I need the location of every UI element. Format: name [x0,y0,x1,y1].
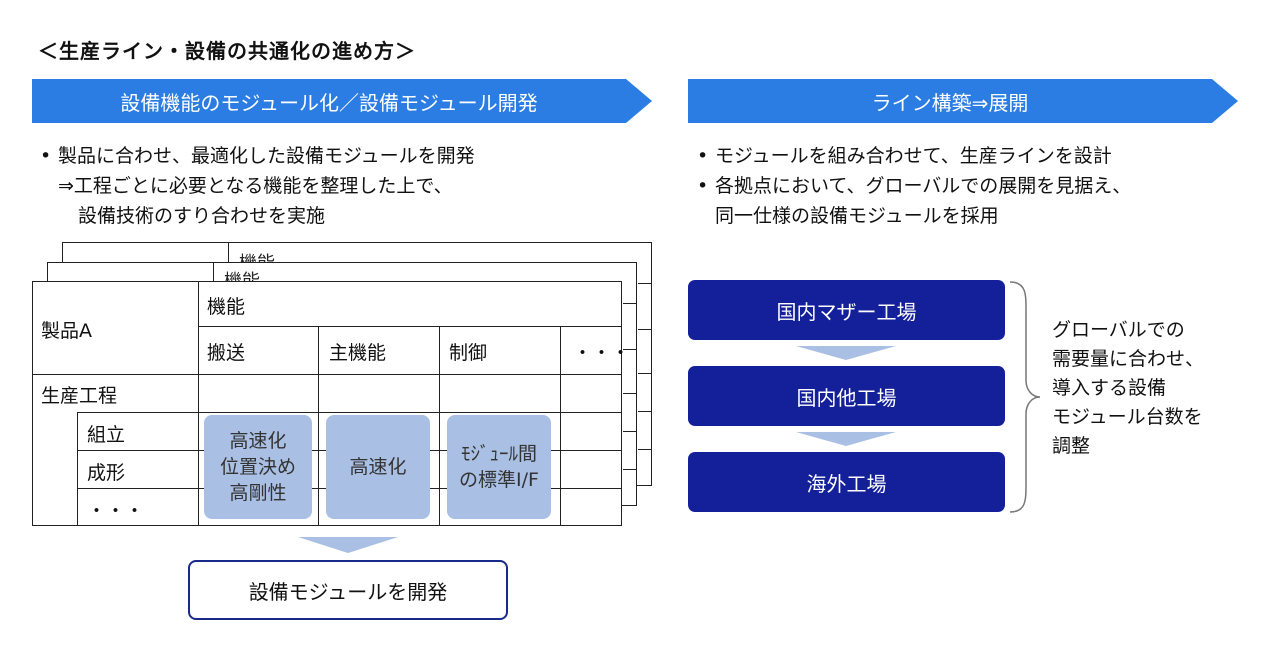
function-more: ・・・ [573,342,631,364]
sheet-divider [213,263,214,289]
module-line: 高剛性 [229,482,287,504]
factory-label: 国内マザー工場 [776,299,917,324]
note-line: 調整 [1052,435,1091,457]
curly-brace-icon [1009,281,1041,513]
bullet-dot: • [40,145,52,167]
left-bullet-1: • 製品に合わせ、最適化した設備モジュールを開発 [40,141,475,171]
right-bullet-2-cont: 同一仕様の設備モジュールを採用 [715,205,999,227]
module-development-result: 設備モジュールを開発 [188,560,508,620]
note-line: 導入する設備 [1052,377,1167,399]
factory-overseas: 海外工場 [688,452,1005,512]
note-line: モジュール台数を [1052,406,1203,428]
module-line: ﾓｼﾞｭｰﾙ間 [460,443,537,465]
line-deployment-banner-label: ライン構築⇒展開 [871,90,1029,115]
function-main: 主機能 [329,342,387,364]
line-deployment-banner: ライン構築⇒展開 [688,79,1238,123]
down-arrow-icon [796,432,896,446]
module-main-function: 高速化 [326,415,430,519]
factory-domestic-mother: 国内マザー工場 [688,280,1005,340]
grid-line [198,326,622,327]
module-conveyance: 高速化 位置決め 高剛性 [204,415,312,519]
sheet-edge-line [623,469,637,470]
quantity-adjustment-note: グローバルでの 需要量に合わせ、 導入する設備 モジュール台数を 調整 [1052,316,1204,461]
function-conveyance: 搬送 [207,342,246,364]
grid-line [33,374,622,375]
left-bullet-1-cont2: 設備技術のすり合わせを実施 [78,205,326,227]
page-title: ＜生産ライン・設備の共通化の進め方＞ [38,39,416,63]
right-bullet-2-text: 各拠点において、グローバルでの展開を見据え、 [715,175,1132,197]
module-line: 高速化 [229,430,287,452]
bullet-dot: • [697,145,709,167]
right-bullet-list: • モジュールを組み合わせて、生産ラインを設計 • 各拠点において、グローバルでの展… [697,141,1131,231]
sheet-divider [228,243,229,269]
right-bullet-1-text: モジュールを組み合わせて、生産ラインを設計 [715,145,1112,167]
process-header: 生産工程 [41,385,118,407]
grid-line [77,412,622,413]
process-more: ・・・ [87,500,145,522]
sheet-edge-line [623,393,637,394]
left-bullet-list: • 製品に合わせ、最適化した設備モジュールを開発 ⇒工程ごとに必要となる機能を整理… [40,141,475,231]
right-bullet-1: • モジュールを組み合わせて、生産ラインを設計 [697,141,1131,171]
product-label: 製品A [41,320,92,342]
sheet-edge-line [638,411,652,412]
sheet-edge-line [638,449,652,450]
grid-line [77,412,78,526]
module-line: の標準I/F [459,469,539,491]
module-development-banner-label: 設備機能のモジュール化／設備モジュール開発 [120,90,538,115]
factory-label: 海外工場 [806,471,887,496]
bullet-dot: • [697,175,709,197]
left-bullet-1-cont: ⇒工程ごとに必要となる機能を整理した上で、 [58,175,453,197]
note-line: グローバルでの [1052,319,1185,341]
module-control: ﾓｼﾞｭｰﾙ間 の標準I/F [447,415,551,519]
module-development-banner: 設備機能のモジュール化／設備モジュール開発 [32,79,652,123]
grid-line [560,326,561,526]
module-development-result-label: 設備モジュールを開発 [248,579,448,604]
factory-label: 国内他工場 [796,385,897,410]
sheet-edge-line [623,349,637,350]
module-line: 位置決め [219,456,296,478]
grid-line [198,282,199,374]
sheet-edge-line [638,329,652,330]
left-bullet-1-text: 製品に合わせ、最適化した設備モジュールを開発 [58,145,475,167]
process-assembly: 組立 [87,424,126,446]
down-arrow-icon [298,537,398,553]
sheet-edge-line [623,431,637,432]
function-control: 制御 [449,342,488,364]
note-line: 需要量に合わせ、 [1052,348,1205,370]
process-molding: 成形 [87,462,126,484]
down-arrow-icon [796,346,896,360]
factory-domestic-other: 国内他工場 [688,366,1005,426]
sheet-edge-line [638,283,652,284]
sheet-edge-line [623,303,637,304]
sheet-edge-line [638,373,652,374]
function-header: 機能 [207,296,246,318]
right-bullet-2: • 各拠点において、グローバルでの展開を見据え、 [697,171,1131,201]
module-line: 高速化 [349,456,407,478]
grid-line [439,326,440,526]
function-process-matrix: 製品A 機能 搬送 主機能 制御 ・・・ 生産工程 組立 成形 ・・・ 高速化 … [32,281,630,526]
grid-line [318,326,319,526]
